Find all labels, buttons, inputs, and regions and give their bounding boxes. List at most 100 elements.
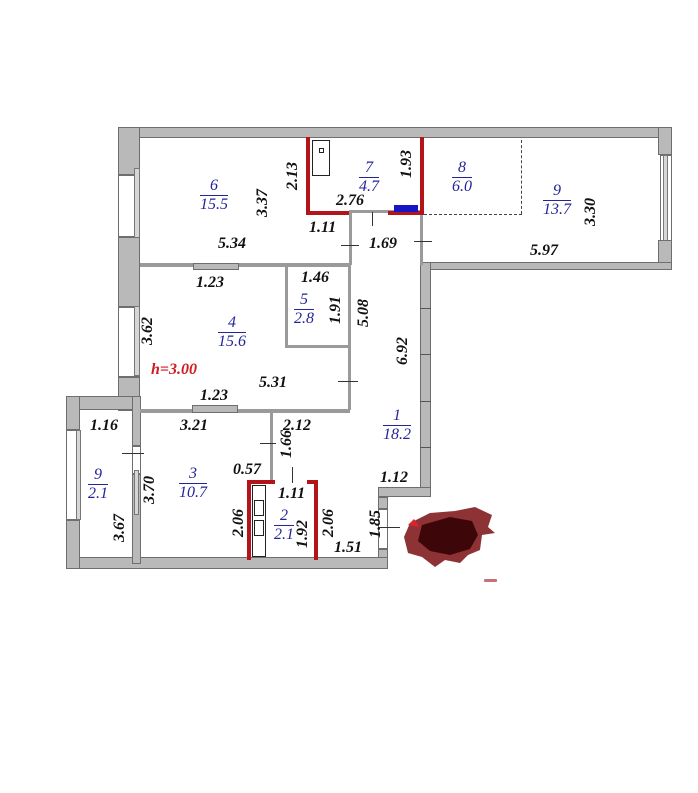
wall-r6-right	[349, 210, 352, 265]
dim-r2-width: 1.11	[278, 485, 306, 502]
room-label-5: 5 2.8	[294, 291, 314, 327]
dim-entry-1-85: 1.85	[367, 510, 384, 538]
wall-balcony-partition	[132, 396, 141, 446]
wall-r5-bottom	[285, 345, 350, 348]
wall-r4-r3-door	[192, 405, 238, 413]
dim-balcony-width: 1.16	[90, 417, 118, 434]
dim-r9-height: 3.30	[582, 198, 599, 226]
dim-r3-1-66: 1.66	[278, 430, 295, 458]
wet-wall-r7-bottom-left	[306, 211, 349, 215]
zone-boundary-horizontal	[424, 214, 522, 215]
room-label-4: 4 15.6	[218, 314, 246, 350]
dim-r7-right: 1.93	[398, 150, 415, 178]
room-label-3: 3 10.7	[179, 465, 207, 501]
wet-wall-r2-left	[247, 480, 251, 560]
ceiling-height-label: h=3.00	[151, 361, 198, 378]
wall-r4-r3	[140, 409, 350, 413]
dim-hall-6-92: 6.92	[394, 337, 411, 365]
room-label-9: 9 13.7	[543, 182, 571, 218]
dim-entry-1-51: 1.51	[334, 539, 362, 556]
window-glass	[76, 430, 81, 520]
balcony-door-glass	[134, 470, 139, 515]
wall-r8-left	[420, 210, 423, 265]
room-label-2: 2 2.1	[274, 507, 294, 543]
door-marker	[260, 443, 276, 444]
wall-seam	[420, 308, 431, 309]
door-marker	[372, 212, 373, 226]
dim-r2-inner: 1.92	[294, 520, 311, 548]
door-marker	[338, 381, 358, 382]
dim-r7-left: 2.13	[284, 162, 301, 190]
dim-r5-height: 1.91	[327, 296, 344, 324]
door-marker	[122, 453, 144, 454]
wet-wall-r2-top-right	[307, 480, 317, 484]
wall-corridor-left-top	[349, 210, 424, 213]
sink-icon	[254, 520, 264, 536]
small-mark	[484, 579, 497, 582]
wall-r3-right	[270, 412, 273, 480]
wall-entrance-left-top	[378, 497, 388, 509]
wall-r5-right	[348, 265, 351, 410]
wall-left-upper	[118, 127, 140, 175]
entrance-door	[378, 509, 388, 549]
dim-hall-1-12: 1.12	[380, 469, 408, 486]
wall-balcony-left-top	[66, 396, 80, 430]
dim-r4-top-door: 1.23	[196, 274, 224, 291]
wall-r6-r4-door	[193, 263, 239, 270]
wall-seam	[420, 447, 431, 448]
window-glass	[663, 155, 668, 241]
wall-top	[118, 127, 671, 138]
room-label-8: 8 6.0	[452, 159, 472, 195]
door-marker	[292, 467, 293, 483]
room-label-9-balcony: 9 2.1	[88, 466, 108, 502]
dim-r5-width: 1.46	[301, 269, 329, 286]
dim-r3-2-12: 2.12	[283, 417, 311, 434]
wall-entrance-top	[378, 487, 431, 497]
wall-seam	[420, 401, 431, 402]
wall-right-top	[658, 127, 672, 155]
window-glass	[134, 168, 140, 238]
wet-wall-r7-right	[420, 137, 424, 215]
wet-wall-r7-left	[306, 137, 310, 215]
wall-room-9-bottom	[428, 262, 672, 270]
dim-r2-left: 2.06	[230, 509, 247, 537]
dim-r3-height: 3.70	[141, 476, 158, 504]
dim-r4-width: 5.31	[259, 374, 287, 391]
dim-r9-width: 5.97	[530, 242, 558, 259]
room-label-1: 1 18.2	[383, 407, 411, 443]
room-label-7: 7 4.7	[359, 159, 379, 195]
dim-r3-0-57: 0.57	[233, 461, 261, 478]
dim-hall-5-08: 5.08	[355, 299, 372, 327]
dim-r6-width: 5.34	[218, 235, 246, 252]
dim-balcony-height: 3.67	[111, 514, 128, 542]
wall-bottom	[66, 557, 388, 569]
wall-balcony-left-bottom	[66, 520, 80, 569]
wet-wall-r2-right	[314, 480, 318, 560]
room-label-6: 6 15.5	[200, 177, 228, 213]
wall-seam	[420, 354, 431, 355]
dim-door-1-11: 1.11	[309, 219, 337, 236]
dim-r4-height: 3.62	[139, 317, 156, 345]
zone-boundary-vertical	[521, 140, 522, 214]
sink-icon	[312, 140, 330, 176]
door-marker	[414, 241, 432, 242]
door-marker	[341, 245, 359, 246]
wet-wall-r7-bottom-right	[388, 211, 424, 215]
dim-r7-width: 2.76	[336, 192, 364, 209]
dim-r3-width: 3.21	[180, 417, 208, 434]
wall-r5-left	[285, 265, 288, 347]
door-marker	[378, 527, 400, 528]
dim-hall-1-69: 1.69	[369, 235, 397, 252]
wet-wall-r2-top-left	[247, 480, 275, 484]
dim-r2-right: 2.06	[320, 509, 337, 537]
red-stain-mark	[404, 507, 495, 567]
radiator-icon	[394, 205, 418, 212]
wall-r6-r4	[140, 263, 350, 267]
window-glass	[134, 306, 140, 376]
wall-left-mid	[118, 237, 140, 307]
faucet-icon	[319, 148, 324, 153]
dim-r6-height: 3.37	[254, 189, 271, 217]
wall-corridor-right	[420, 262, 431, 494]
dim-r4-bottom-door: 1.23	[200, 387, 228, 404]
